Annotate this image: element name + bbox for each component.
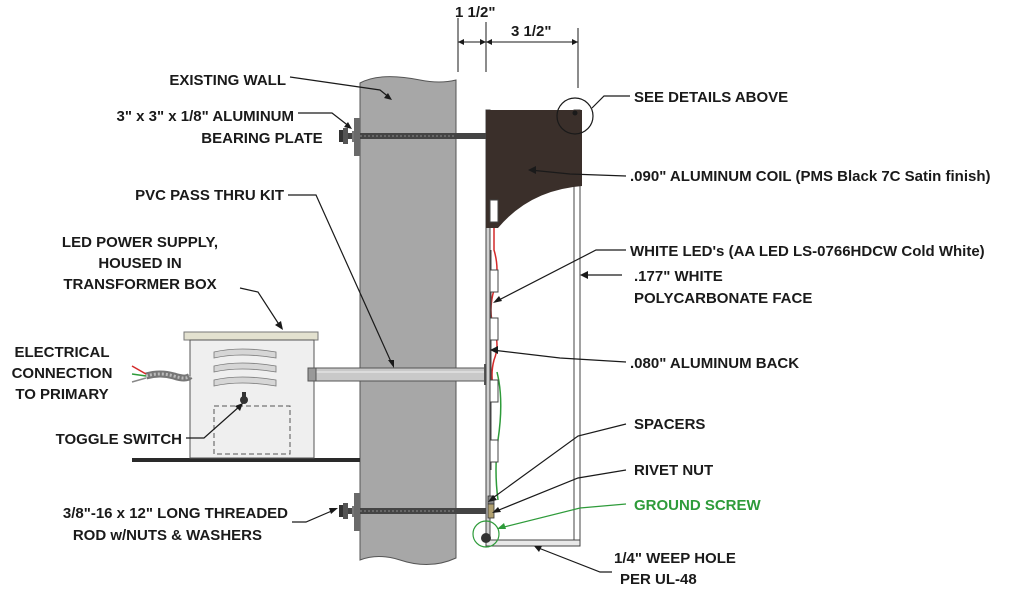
dimension-left-width: 1 1/2" [455,4,495,21]
ground-leader [497,503,627,529]
label-threaded-rod-line-2: ROD w/NUTS & WASHERS [73,527,262,544]
label-led-power-supply-line-2: HOUSED IN [98,255,181,272]
floor-line [132,458,360,462]
detail-rivet [572,110,578,116]
bearing-plate-upper [354,118,360,156]
label-spacers: SPACERS [634,416,705,433]
transformer-box [183,331,319,459]
label-weep-hole-line-1: 1/4" WEEP HOLE [614,550,736,567]
label-bearing-plate-line-1: 3" x 3" x 1/8" ALUMINUM [117,108,295,125]
label-led-power-supply-line-3: TRANSFORMER BOX [63,276,216,293]
ground-screw-highlight [472,520,500,548]
label-rivet-nut: RIVET NUT [634,462,713,479]
label-led-power-supply-line-1: LED POWER SUPPLY, [62,234,218,251]
label-aluminum-coil: .090" ALUMINUM COIL (PMS Black 7C Satin … [630,168,991,185]
label-threaded-rod-line-1: 3/8"-16 x 12" LONG THREADED [63,505,288,522]
label-bearing-plate-line-2: BEARING PLATE [201,130,322,147]
label-pvc-pass-thru: PVC PASS THRU KIT [135,187,284,204]
label-aluminum-back: .080" ALUMINUM BACK [630,355,799,372]
label-polycarbonate-face-line-2: POLYCARBONATE FACE [634,290,812,307]
rivet-nut [487,503,495,519]
label-ground-screw: GROUND SCREW [634,497,762,514]
dimension-lines [457,18,579,88]
existing-wall [359,76,457,565]
led-modules [489,199,499,463]
label-existing-wall: EXISTING WALL [169,72,286,89]
electrical-conduit [131,365,193,383]
label-electrical-connection-line-2: CONNECTION [12,365,113,382]
label-toggle-switch: TOGGLE SWITCH [56,431,182,448]
label-white-leds: WHITE LED's (AA LED LS-0766HDCW Cold Whi… [630,243,985,260]
label-polycarbonate-face-line-1: .177" WHITE [634,268,723,285]
bearing-plate-lower [354,493,360,531]
label-electrical-connection-line-3: TO PRIMARY [15,386,108,403]
label-electrical-connection-line-1: ELECTRICAL [15,344,110,361]
leader-lines [186,76,630,573]
see-details-circle [556,97,594,135]
sign-cabinet [485,109,582,547]
dimension-right-width: 3 1/2" [511,23,551,40]
label-see-details: SEE DETAILS ABOVE [634,89,788,106]
ground-screw [481,533,491,543]
label-weep-hole-line-2: PER UL-48 [620,571,697,588]
